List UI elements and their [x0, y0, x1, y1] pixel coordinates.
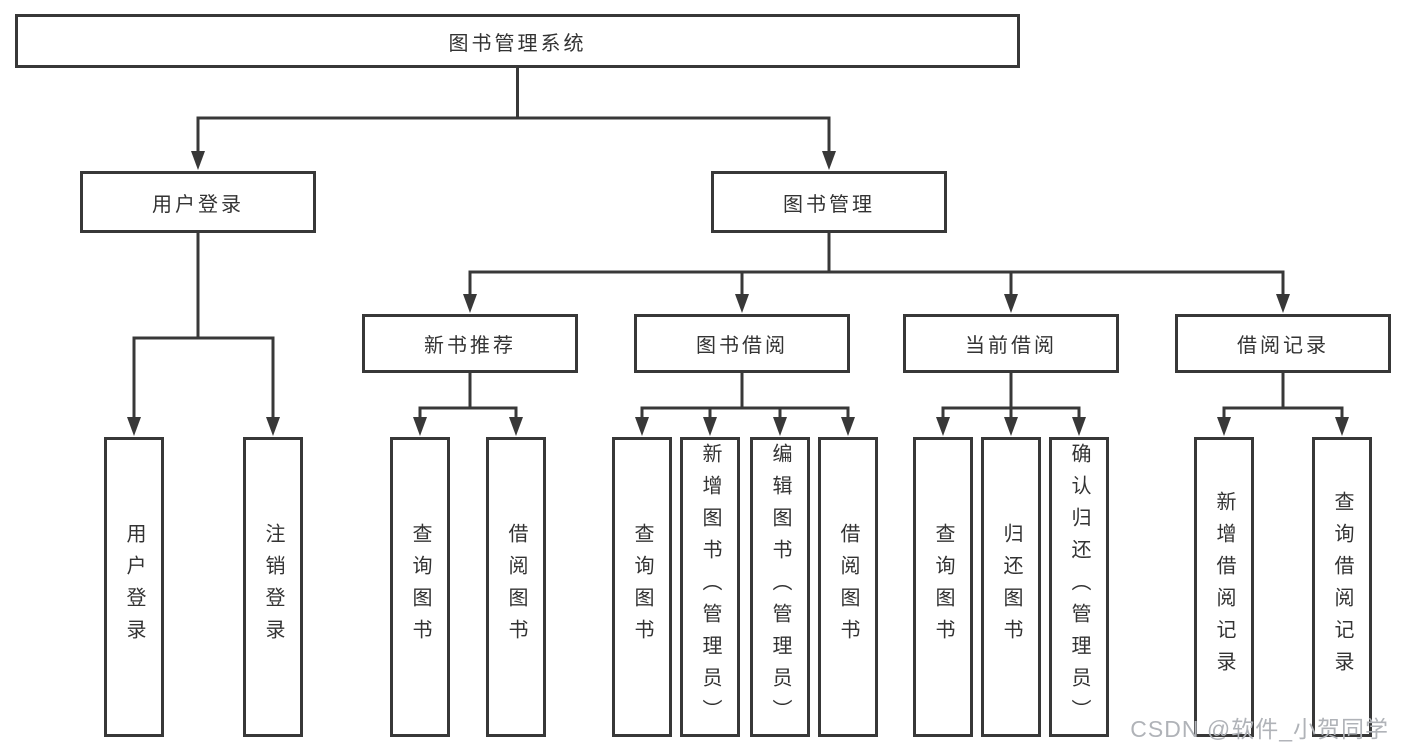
leaf-query-borrow-record: 查询借阅记录 — [1312, 437, 1372, 737]
node-label: 用户登录 — [152, 193, 244, 216]
node-label: 查询图书 — [932, 523, 954, 651]
leaf-query-books-3: 查询图书 — [913, 437, 973, 737]
leaf-user-login: 用户登录 — [104, 437, 164, 737]
node-user-login-branch: 用户登录 — [80, 171, 316, 233]
node-label: 归还图书 — [1000, 523, 1022, 651]
leaf-return-book: 归还图书 — [981, 437, 1041, 737]
node-book-management-branch: 图书管理 — [711, 171, 947, 233]
node-label: 编辑图书（管理员） — [769, 443, 791, 731]
node-label: 新增借阅记录 — [1213, 491, 1235, 683]
leaf-query-books-1: 查询图书 — [390, 437, 450, 737]
leaf-borrow-books-2: 借阅图书 — [818, 437, 878, 737]
csdn-watermark: CSDN @软件_小贺同学 — [1130, 716, 1389, 742]
node-label: 查询图书 — [631, 523, 653, 651]
node-label: 图书借阅 — [696, 335, 788, 357]
leaf-add-book-admin: 新增图书（管理员） — [680, 437, 740, 737]
node-label: 借阅图书 — [505, 523, 527, 651]
node-label: 图书管理系统 — [448, 32, 587, 55]
node-new-book-recommendation: 新书推荐 — [362, 314, 578, 373]
node-label: 当前借阅 — [965, 335, 1057, 357]
node-label: 图书管理 — [783, 193, 875, 216]
node-label: 确认归还（管理员） — [1068, 443, 1090, 731]
node-borrowing-records: 借阅记录 — [1175, 314, 1391, 373]
node-label: 查询借阅记录 — [1331, 491, 1353, 683]
node-label: 查询图书 — [409, 523, 431, 651]
node-label: 注销登录 — [262, 523, 284, 651]
leaf-add-borrow-record: 新增借阅记录 — [1194, 437, 1254, 737]
node-book-borrowing: 图书借阅 — [634, 314, 850, 373]
node-label: 借阅图书 — [837, 523, 859, 651]
node-system-root: 图书管理系统 — [15, 14, 1020, 68]
leaf-confirm-return-admin: 确认归还（管理员） — [1049, 437, 1109, 737]
node-label: 借阅记录 — [1237, 335, 1329, 357]
node-label: 新增图书（管理员） — [699, 443, 721, 731]
leaf-borrow-books-1: 借阅图书 — [486, 437, 546, 737]
node-label: 新书推荐 — [424, 335, 516, 357]
node-label: 用户登录 — [123, 523, 145, 651]
leaf-query-books-2: 查询图书 — [612, 437, 672, 737]
node-current-borrowing: 当前借阅 — [903, 314, 1119, 373]
leaf-edit-book-admin: 编辑图书（管理员） — [750, 437, 810, 737]
leaf-logout: 注销登录 — [243, 437, 303, 737]
